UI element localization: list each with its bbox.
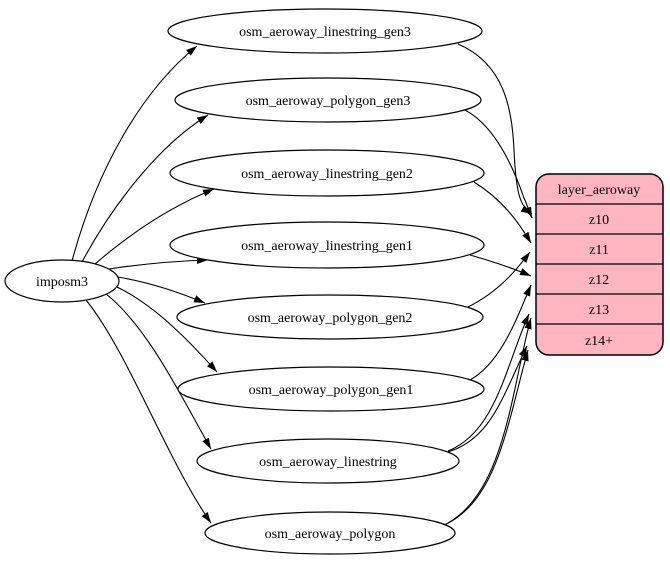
osm_aeroway_linestring_gen3-label: osm_aeroway_linestring_gen3 <box>239 25 411 40</box>
node-osm_aeroway_polygon_gen3: osm_aeroway_polygon_gen3 <box>174 77 482 123</box>
osm_aeroway_polygon_gen1-label: osm_aeroway_polygon_gen1 <box>249 383 414 398</box>
node-osm_aeroway_linestring_gen2: osm_aeroway_linestring_gen2 <box>169 149 485 197</box>
edge-osm_aeroway_linestring_gen3-z10 <box>457 43 533 215</box>
imposm3-ellipse <box>4 259 120 303</box>
node-osm_aeroway_polygon: osm_aeroway_polygon <box>204 511 456 555</box>
node-osm_aeroway_polygon_gen1: osm_aeroway_polygon_gen1 <box>177 366 485 412</box>
edge-imposm3-osm_aeroway_linestring_gen3 <box>71 45 198 262</box>
edge-imposm3-osm_aeroway_linestring_gen1 <box>108 256 209 270</box>
node-layer_aeroway: layer_aeroway z10 z11 z12 z13 z14+ <box>535 173 664 356</box>
record-row-z11: z11 <box>589 243 609 258</box>
node-osm_aeroway_linestring_gen1: osm_aeroway_linestring_gen1 <box>169 221 485 269</box>
edge-osm_aeroway_linestring_gen1-z12 <box>469 254 532 277</box>
edge-osm_aeroway_polygon-z13 <box>447 317 532 524</box>
osm_aeroway_linestring-ellipse <box>196 438 460 484</box>
osm_aeroway_linestring_gen1-ellipse <box>169 221 485 269</box>
imposm3-label: imposm3 <box>36 275 88 290</box>
osm_aeroway_linestring_gen2-label: osm_aeroway_linestring_gen2 <box>241 167 413 182</box>
node-osm_aeroway_linestring: osm_aeroway_linestring <box>196 438 460 484</box>
record-row-z12: z12 <box>589 273 609 288</box>
edge-imposm3-osm_aeroway_polygon_gen3 <box>81 114 209 263</box>
edge-osm_aeroway_linestring-z13 <box>447 313 530 452</box>
layer_aeroway-title: layer_aeroway <box>558 183 640 198</box>
osm_aeroway_linestring_gen3-ellipse <box>167 8 483 54</box>
record-row-z14plus: z14+ <box>585 334 613 349</box>
osm_aeroway_polygon_gen3-ellipse <box>174 77 482 123</box>
osm_aeroway_polygon_gen1-ellipse <box>177 366 485 412</box>
edge-osm_aeroway_linestring-z14 <box>443 345 528 454</box>
edge-imposm3-osm_aeroway_polygon_gen1 <box>116 286 218 373</box>
edge-imposm3-osm_aeroway_linestring_gen2 <box>94 188 215 265</box>
node-osm_aeroway_polygon_gen2: osm_aeroway_polygon_gen2 <box>176 294 484 340</box>
osm_aeroway_linestring_gen1-label: osm_aeroway_linestring_gen1 <box>241 239 413 254</box>
edges-source-to-tables <box>71 45 218 524</box>
osm_aeroway_linestring-label: osm_aeroway_linestring <box>259 455 397 470</box>
edge-imposm3-osm_aeroway_polygon <box>85 299 212 524</box>
record-row-z10: z10 <box>589 213 609 228</box>
edge-osm_aeroway_polygon-z14 <box>441 349 529 527</box>
record-row-z13: z13 <box>589 303 609 318</box>
osm_aeroway_linestring_gen2-ellipse <box>169 149 485 197</box>
osm_aeroway_polygon_gen2-label: osm_aeroway_polygon_gen2 <box>248 311 413 326</box>
node-imposm3: imposm3 <box>4 259 120 303</box>
osm_aeroway_polygon-label: osm_aeroway_polygon <box>265 527 396 542</box>
edge-imposm3-osm_aeroway_polygon_gen2 <box>117 276 206 304</box>
edge-osm_aeroway_polygon_gen3-z10 <box>464 109 533 219</box>
node-osm_aeroway_linestring_gen3: osm_aeroway_linestring_gen3 <box>167 8 483 54</box>
edge-osm_aeroway_polygon_gen1-z12 <box>469 284 532 381</box>
edges-tables-to-record <box>441 43 533 527</box>
edge-osm_aeroway_linestring_gen2-z11 <box>473 181 532 244</box>
osm_aeroway_polygon_gen2-ellipse <box>176 294 484 340</box>
osm_aeroway_polygon-ellipse <box>204 511 456 555</box>
osm_aeroway_polygon_gen3-label: osm_aeroway_polygon_gen3 <box>246 94 411 109</box>
edge-imposm3-osm_aeroway_linestring <box>105 293 212 450</box>
edge-osm_aeroway_polygon_gen2-z11 <box>467 251 531 308</box>
